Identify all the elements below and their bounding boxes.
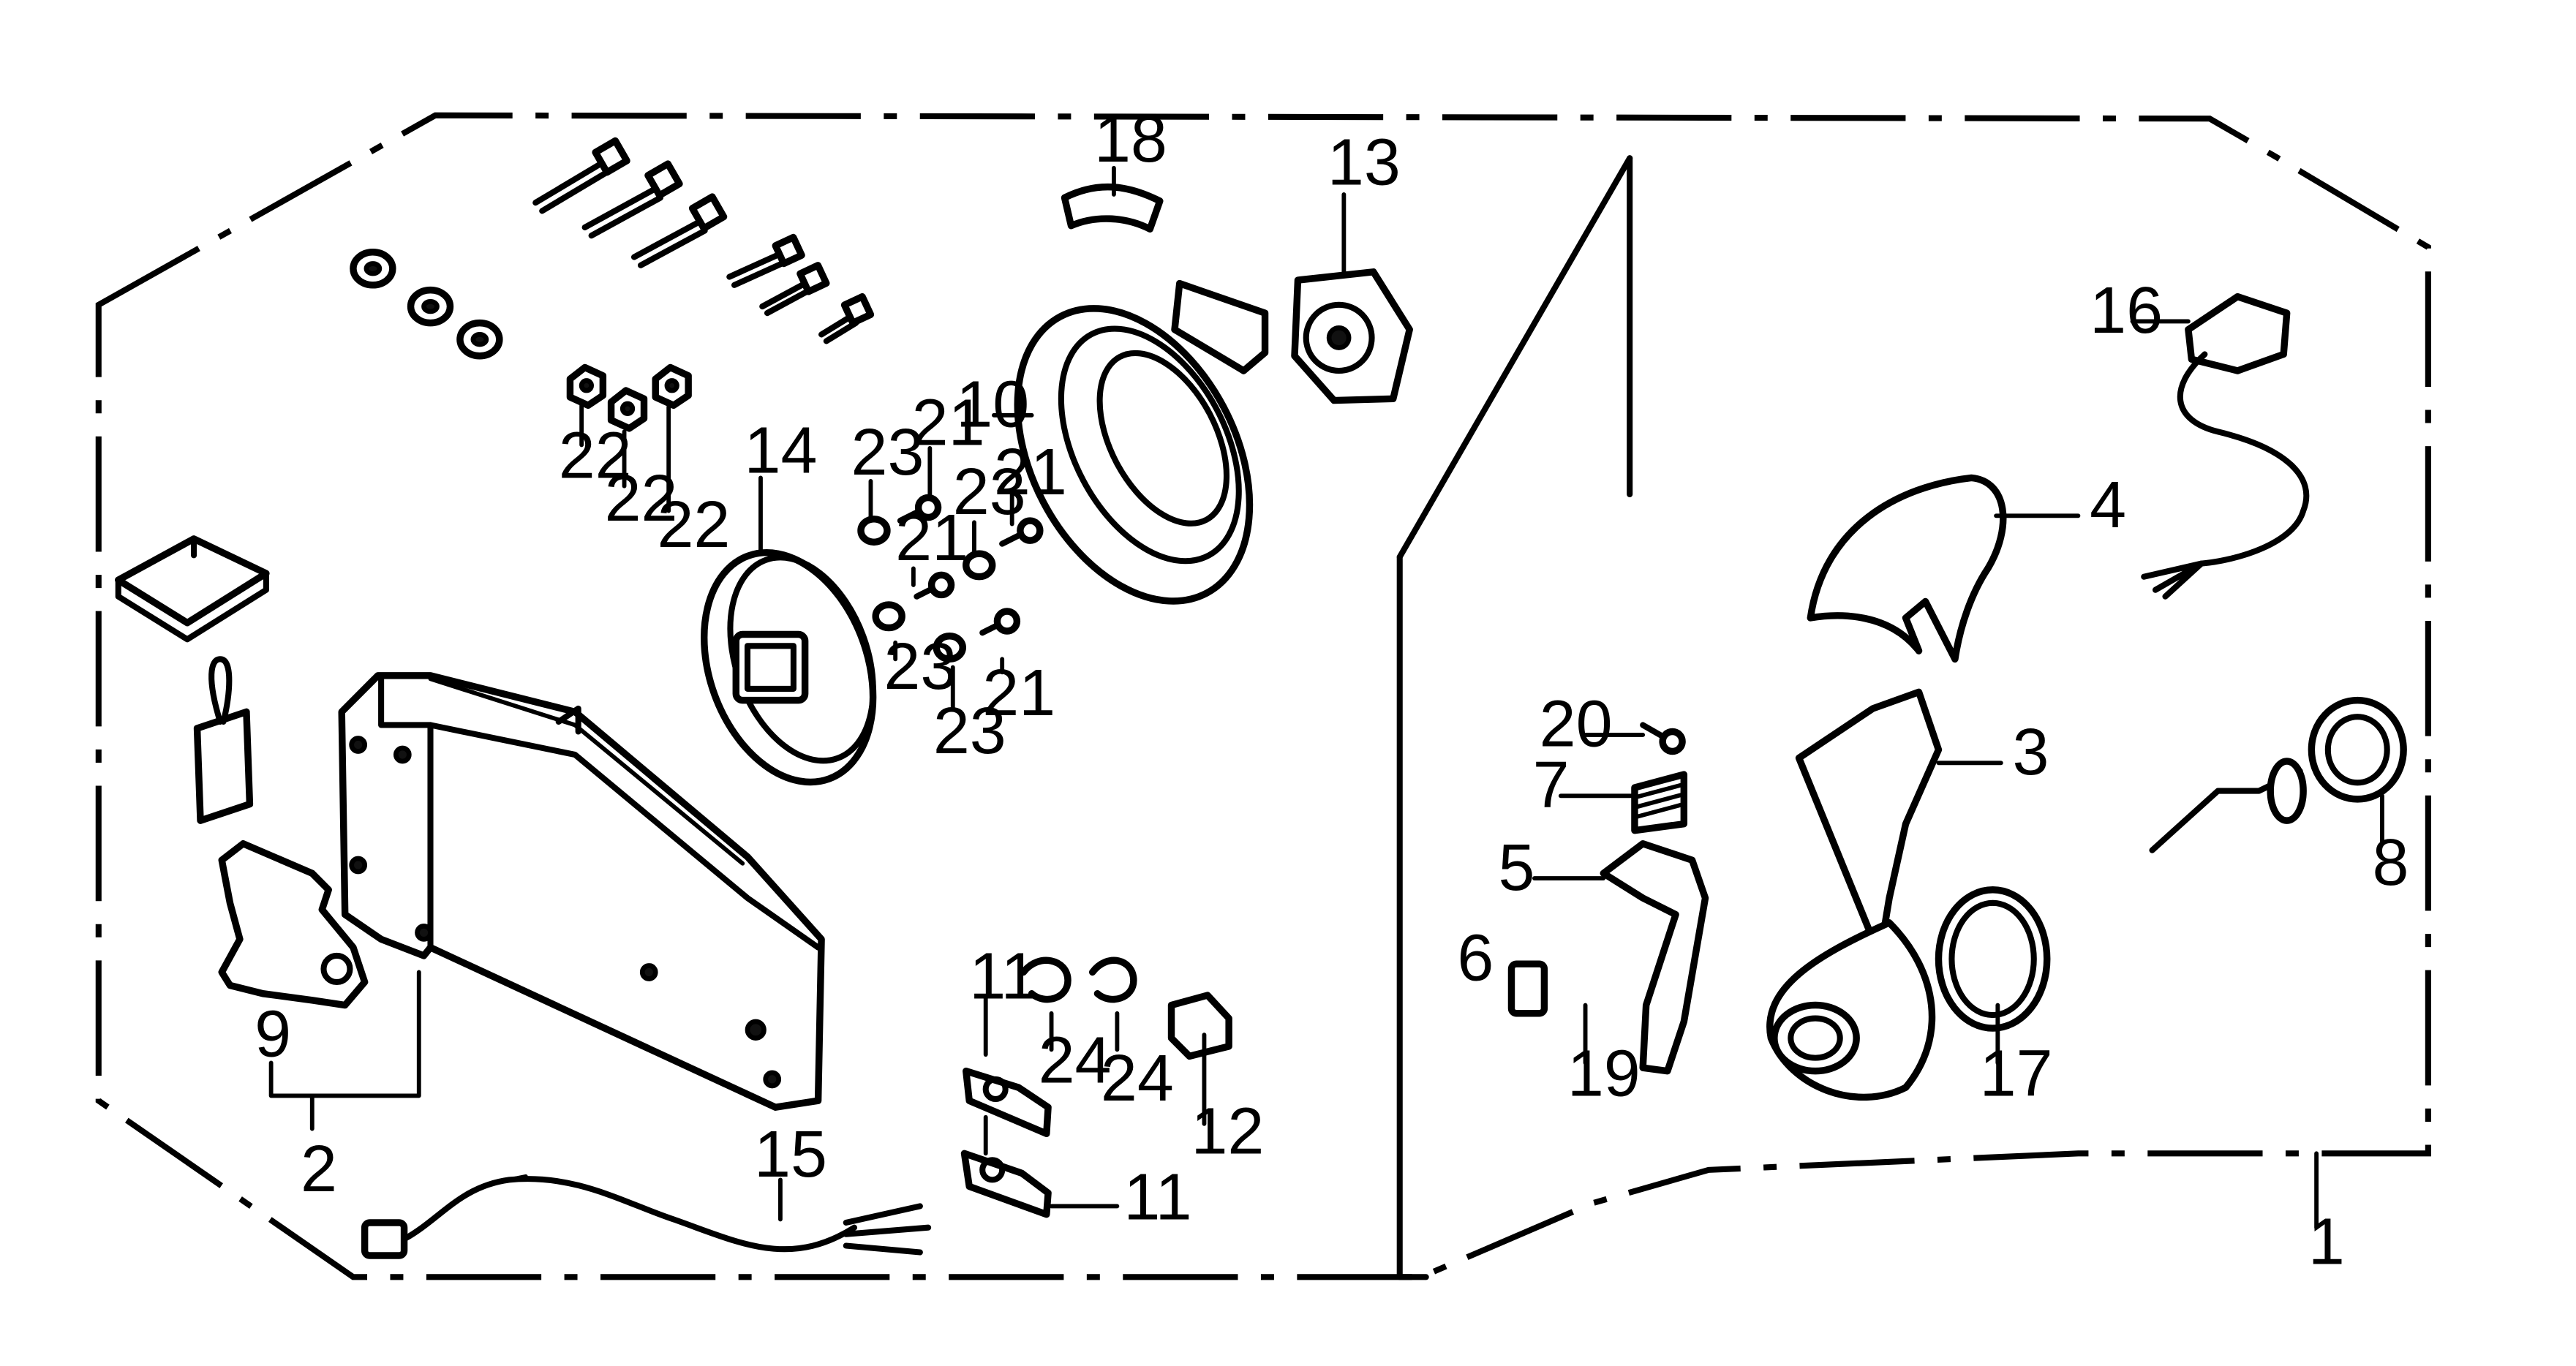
callout-6: 6 <box>1457 922 1494 995</box>
remote-switch <box>2141 293 2310 600</box>
callout-23a: 23 <box>851 416 924 489</box>
shaft-and-hub <box>2149 696 2407 853</box>
arc-plate <box>1061 183 1269 374</box>
callout-7: 7 <box>1533 749 1570 822</box>
callout-10: 10 <box>956 368 1029 441</box>
callout-19: 19 <box>1567 1037 1641 1110</box>
callout-15: 15 <box>754 1118 827 1191</box>
callout-11b: 11 <box>1123 1161 1191 1234</box>
left-assembly-frame <box>95 112 2431 1280</box>
callout-22a: 22 <box>559 419 632 492</box>
callout-5: 5 <box>1499 831 1535 905</box>
callout-2: 2 <box>301 1133 337 1206</box>
callout-8: 8 <box>2372 826 2409 899</box>
callout-1: 1 <box>2308 1205 2345 1278</box>
screw-washer-set <box>857 494 1044 663</box>
callout-4: 4 <box>2090 469 2126 542</box>
callout-13: 13 <box>1327 126 1401 199</box>
gear-assembly <box>1291 268 1413 404</box>
callout-23d: 23 <box>933 695 1006 768</box>
nut-set <box>566 363 692 432</box>
key-tag <box>193 656 254 824</box>
plug-block <box>1167 992 1232 1060</box>
callout-20: 20 <box>1540 688 1613 761</box>
callout-16: 16 <box>2090 274 2163 347</box>
wire-harness-left <box>361 1174 932 1259</box>
callout-21b: 21 <box>994 436 1067 509</box>
callout-24b: 24 <box>1101 1042 1174 1115</box>
o-ring <box>1935 886 2051 1032</box>
bracket-plate <box>218 839 369 1009</box>
callout-21c: 21 <box>895 502 968 575</box>
ring-cover <box>1014 305 1254 605</box>
manual-book <box>115 535 270 643</box>
callout-labels: 1 2 3 4 5 6 7 8 9 10 11 11 12 13 14 15 1… <box>255 103 2409 1279</box>
callout-9: 9 <box>255 997 291 1071</box>
pawl-arm <box>1507 839 1709 1075</box>
callout-23c: 23 <box>884 630 957 703</box>
link-set <box>960 1067 1052 1218</box>
callout-24a: 24 <box>1039 1024 1112 1097</box>
callout-12: 12 <box>1191 1095 1264 1168</box>
control-box-housing <box>338 672 825 1111</box>
callout-22b: 22 <box>605 462 678 535</box>
callout-22c: 22 <box>657 488 730 562</box>
callout-3: 3 <box>2013 716 2049 789</box>
callout-18: 18 <box>1094 103 1167 176</box>
right-assembly-frame <box>1396 155 1633 1280</box>
washer-set <box>350 249 503 360</box>
screw-set <box>726 233 875 344</box>
callout-21d: 21 <box>982 657 1055 730</box>
control-lever <box>1766 688 1943 1101</box>
leader-lines <box>268 165 2384 1230</box>
callout-14: 14 <box>745 415 818 488</box>
bolt-set <box>532 137 728 268</box>
lever-cover <box>1807 474 2007 663</box>
clip-set <box>1020 956 1137 1003</box>
callout-17: 17 <box>1980 1037 2053 1110</box>
handle-plate <box>701 548 877 786</box>
callout-11a: 11 <box>969 940 1037 1013</box>
callout-21a: 21 <box>912 386 985 459</box>
spring-and-bolt <box>1631 722 1688 834</box>
callout-23b: 23 <box>953 456 1026 529</box>
